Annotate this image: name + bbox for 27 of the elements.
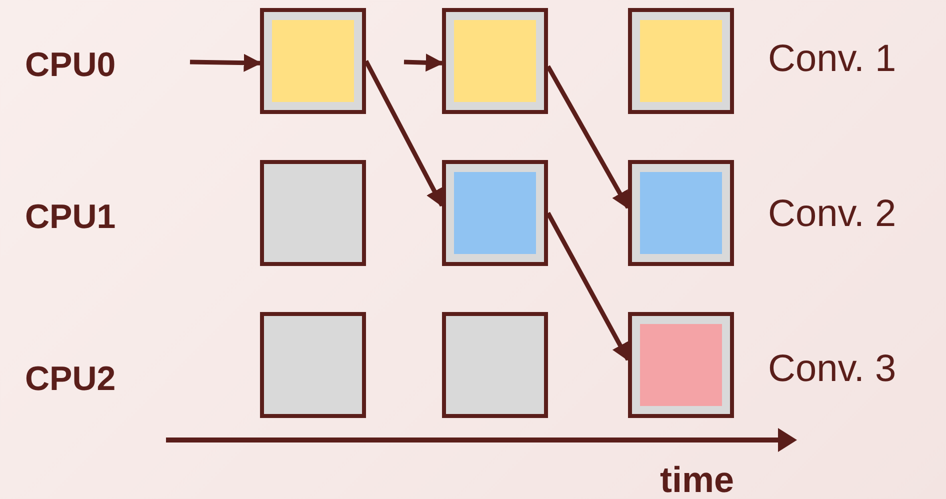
arrow <box>546 212 630 362</box>
process-square <box>442 8 548 114</box>
arrow <box>404 54 444 72</box>
filled-square <box>272 20 354 102</box>
filled-square <box>640 324 722 406</box>
process-square <box>442 312 548 418</box>
row-label: Conv. 3 <box>768 350 896 388</box>
process-square <box>628 312 734 418</box>
filled-square <box>454 172 536 254</box>
process-square <box>628 160 734 266</box>
process-square <box>442 160 548 266</box>
filled-square <box>640 20 722 102</box>
arrow <box>364 60 444 208</box>
arrow <box>190 54 262 72</box>
cpu-label: CPU0 <box>25 48 116 82</box>
filled-square <box>640 172 722 254</box>
cpu-label: CPU1 <box>25 200 116 234</box>
row-label: Conv. 2 <box>768 195 896 233</box>
filled-square <box>454 20 536 102</box>
process-square <box>628 8 734 114</box>
arrow <box>546 65 630 210</box>
process-square <box>260 160 366 266</box>
axis-label: time <box>660 462 734 498</box>
row-label: Conv. 1 <box>768 40 896 78</box>
process-square <box>260 312 366 418</box>
process-square <box>260 8 366 114</box>
cpu-label: CPU2 <box>25 362 116 396</box>
